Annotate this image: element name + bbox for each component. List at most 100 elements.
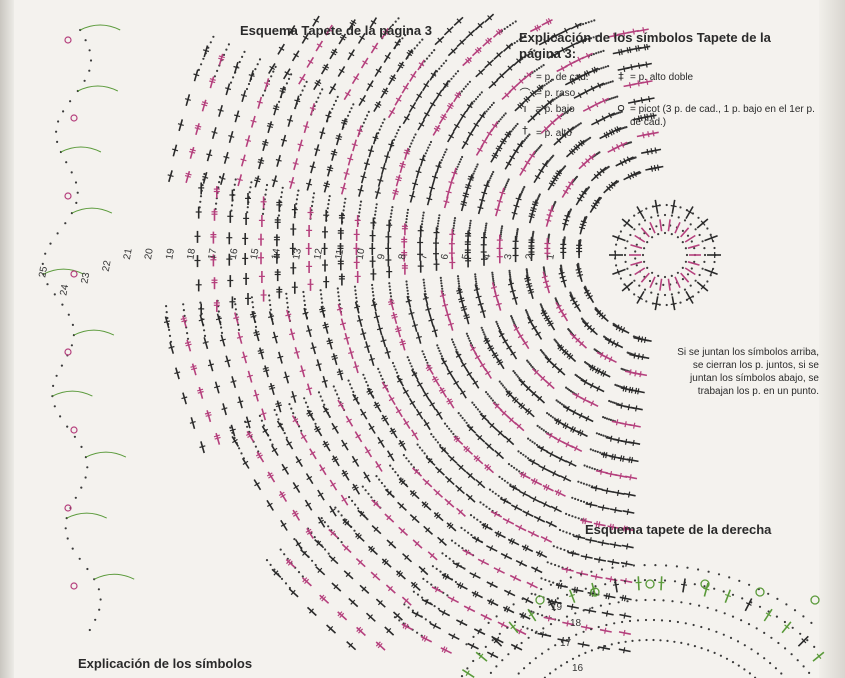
picot-mark	[70, 114, 78, 122]
stitch-mark	[402, 386, 410, 398]
chain-dot	[731, 615, 735, 618]
chain-dot	[571, 391, 574, 394]
chain-dot	[436, 344, 439, 347]
chain-dot	[607, 418, 611, 421]
chain-dot	[578, 654, 581, 657]
chain-dot	[484, 645, 487, 649]
chain-dot	[319, 289, 322, 292]
chain-dot	[405, 280, 408, 283]
chain-dot	[681, 229, 685, 232]
chain-dot	[590, 628, 593, 631]
chain-dot	[604, 645, 607, 648]
stitch-mark	[435, 161, 442, 174]
chain-dot	[516, 375, 519, 378]
stitch-mark	[605, 470, 618, 478]
chain-dot	[347, 379, 350, 382]
chain-dot	[491, 639, 494, 642]
chain-dot	[595, 52, 598, 55]
chain-dot	[774, 667, 778, 670]
chain-dot	[633, 279, 636, 282]
chain-dot	[237, 328, 241, 331]
stitch-mark	[540, 309, 549, 321]
stitch-mark	[535, 550, 548, 559]
chain-dot	[405, 221, 408, 224]
chain-dot	[489, 106, 492, 109]
chain-dot	[265, 183, 269, 187]
stitch-mark	[276, 286, 283, 299]
chain-dot	[507, 463, 511, 466]
stitch-mark	[283, 371, 290, 384]
stitch-mark	[383, 51, 392, 64]
chain-dot	[575, 125, 578, 128]
stitch-mark	[592, 82, 605, 90]
chain-dot	[715, 630, 718, 633]
stitch-symbol-layer	[64, 13, 721, 659]
chain-dot	[285, 436, 288, 439]
stitch-mark	[399, 338, 407, 351]
chain-dot	[452, 75, 455, 78]
chain-dot	[422, 353, 425, 356]
chain-dot	[599, 451, 602, 454]
chain-dot	[516, 228, 519, 231]
chain-dot	[808, 671, 811, 675]
chain-dot	[492, 279, 495, 282]
chain-dot	[406, 30, 409, 34]
stitch-mark	[285, 558, 296, 569]
chain-dot	[612, 322, 615, 325]
chain-dot	[520, 191, 524, 194]
chain-dot	[186, 337, 190, 340]
stitch-mark	[797, 635, 809, 647]
stitch-mark	[510, 504, 523, 512]
stitch-mark	[409, 514, 420, 524]
chain-dot	[61, 303, 64, 306]
stitch-mark	[483, 337, 492, 349]
stitch-mark	[328, 528, 339, 539]
chain-dot	[464, 85, 467, 88]
chain-dot	[565, 386, 568, 389]
chain-dot	[584, 651, 587, 655]
chain-dot	[474, 167, 477, 171]
chain-dot	[487, 108, 490, 111]
stitch-mark	[369, 17, 378, 29]
chain-dot	[183, 314, 186, 317]
chain-dot	[725, 657, 729, 660]
stitch-mark	[341, 117, 348, 131]
chain-dot	[521, 189, 524, 192]
stitch-mark	[685, 206, 694, 220]
chain-dot	[584, 587, 587, 590]
chain-dot	[589, 37, 593, 40]
stitch-mark	[341, 469, 350, 481]
stitch-mark	[271, 568, 282, 578]
chain-dot	[541, 614, 544, 617]
stitch-mark	[401, 249, 408, 262]
stitch-mark	[370, 217, 377, 230]
stitch-mark	[426, 193, 433, 206]
chain-dot	[478, 410, 481, 413]
chain-dot	[594, 450, 597, 453]
chain-dot	[424, 152, 427, 155]
stitch-mark	[356, 125, 363, 138]
chain-dot	[770, 636, 773, 639]
stitch-mark	[242, 253, 249, 265]
chain-dot	[381, 378, 384, 381]
chain-dot	[655, 225, 658, 228]
chain-dot	[262, 424, 265, 427]
chain-dot	[348, 110, 351, 113]
stitch-mark	[438, 113, 448, 125]
chain-dot	[536, 424, 539, 427]
chain-dot	[343, 201, 346, 204]
stitch-mark	[505, 390, 516, 400]
chain-dot	[218, 181, 221, 184]
chain-dot	[365, 380, 368, 384]
chain-dot	[624, 640, 627, 643]
chain-dot	[602, 434, 605, 437]
stitch-mark	[564, 210, 571, 223]
stitch-mark	[463, 312, 470, 325]
chain-dot	[251, 301, 254, 304]
single-crochet-icon: ı	[523, 102, 527, 115]
chain-dot	[200, 63, 203, 66]
chain-dot	[565, 531, 568, 534]
stitch-mark	[425, 456, 436, 466]
chain-dot	[540, 144, 543, 147]
stitch-mark	[511, 292, 519, 305]
